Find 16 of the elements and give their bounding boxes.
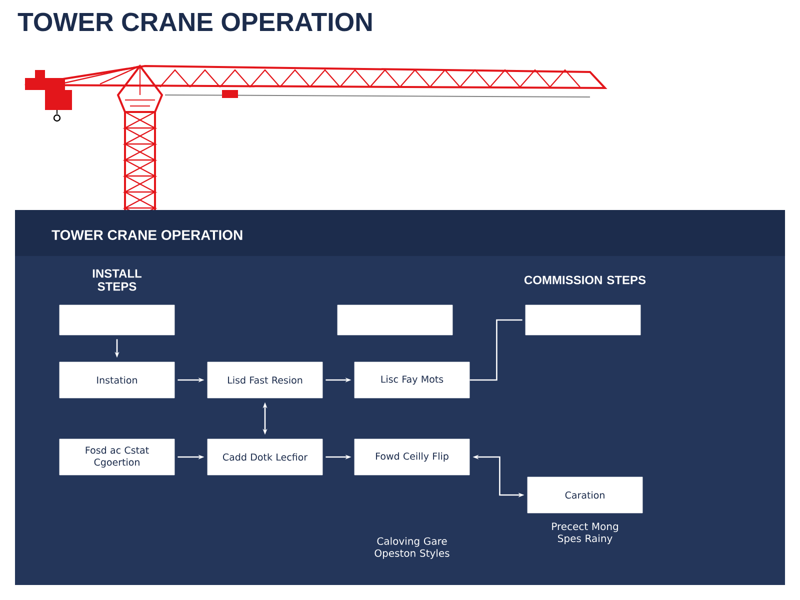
caption-text: Caloving Gare Opeston Styles	[374, 537, 450, 559]
process-box: Fosd ac Cstat Cgoertion	[59, 438, 175, 476]
process-box: Fowd Ceilly Flip	[354, 438, 470, 476]
process-box: Lisc Fay Mots	[354, 362, 470, 398]
process-box: Caration	[527, 476, 643, 514]
title: TOWER CRANE OPERATION	[18, 12, 372, 32]
process-box	[525, 304, 641, 336]
panel-heading: TOWER CRANE OPERATION	[52, 230, 242, 240]
column-heading: INSTALL STEPS	[92, 269, 142, 291]
column-heading: COMMISSION STEPS	[524, 276, 646, 284]
process-box	[337, 304, 453, 336]
process-box	[59, 304, 175, 336]
note-text: Precect Mong Spes Rainy	[552, 522, 618, 544]
process-box: Instation	[59, 362, 175, 398]
process-box: Cadd Dotk Lecfior	[207, 438, 323, 476]
process-box: Lisd Fast Resion	[207, 362, 323, 398]
